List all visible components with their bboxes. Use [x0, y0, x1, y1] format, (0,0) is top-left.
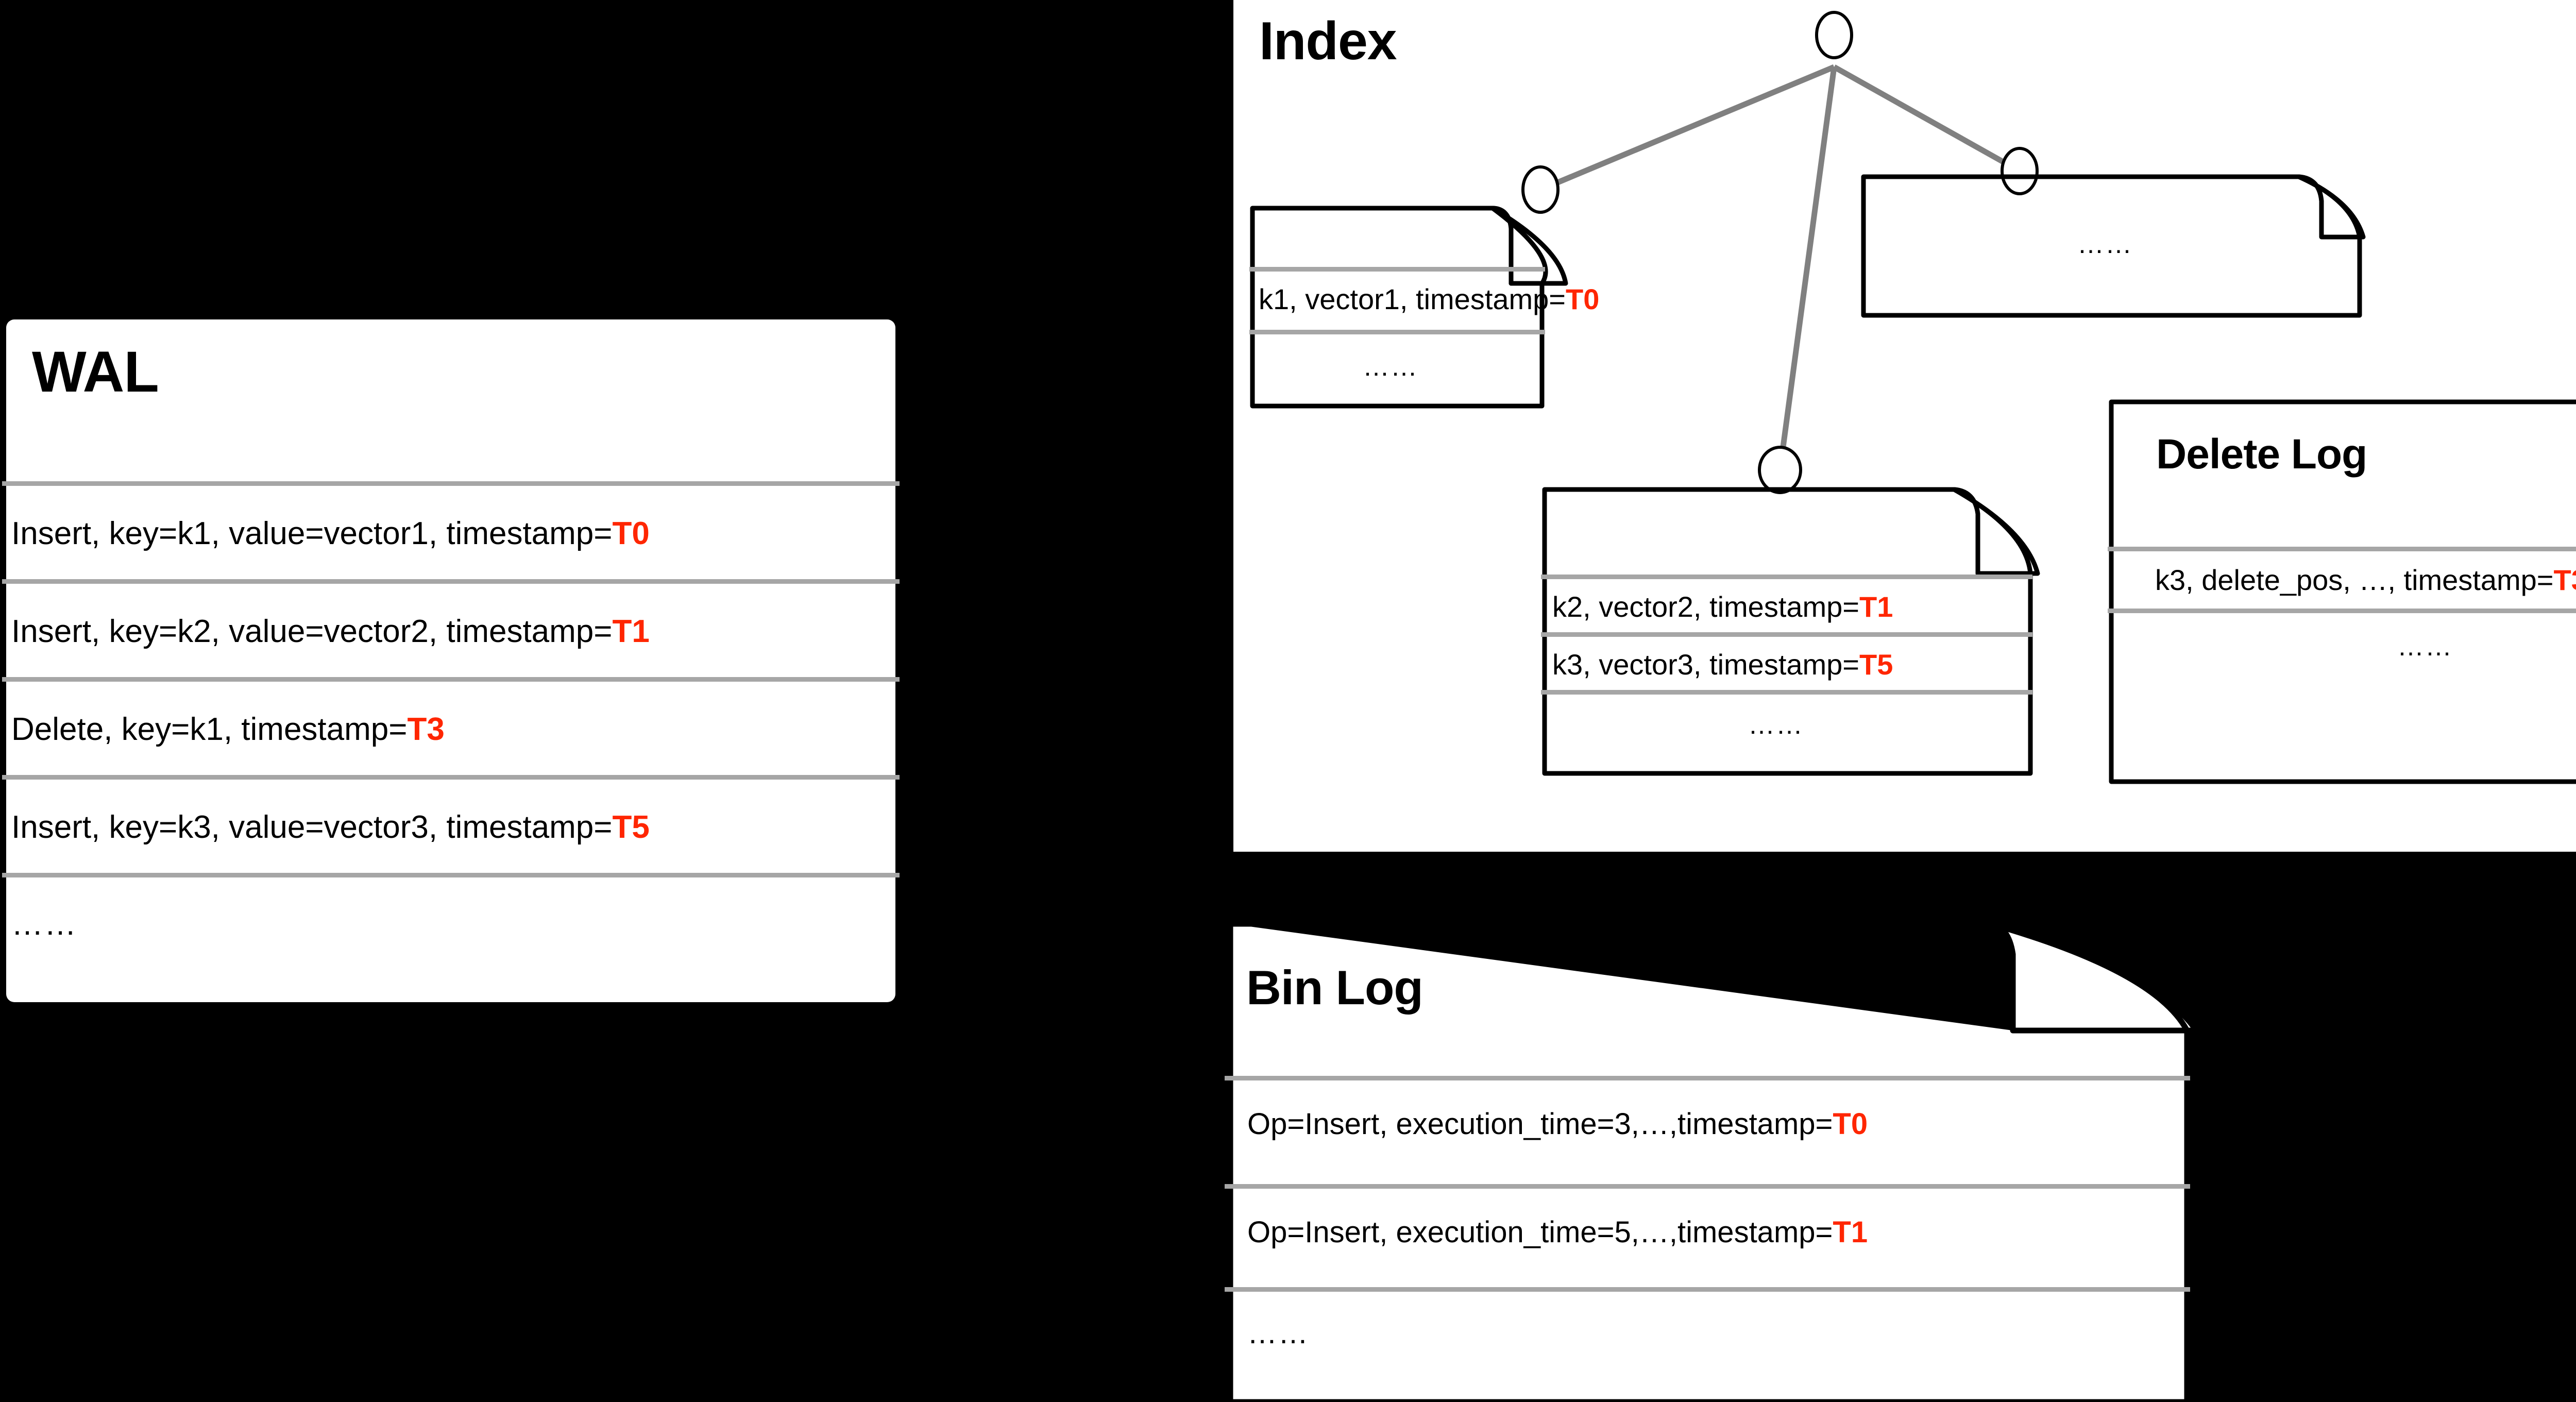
wal-divider [2, 873, 900, 877]
index-leaf-k1: k1, vector1, timestamp=T0 …… [1249, 206, 1599, 409]
leaf-k2k3-row-text: k3, vector3, timestamp= [1552, 648, 1860, 681]
wal-divider [2, 677, 900, 682]
delete-log-title: Delete Log [2156, 431, 2367, 478]
wal-divider [2, 481, 900, 486]
delete-log-divider [2108, 547, 2576, 551]
leaf-k2k3-row-timestamp: T5 [1859, 648, 1893, 681]
leaf-k2k3-row-text: k2, vector2, timestamp= [1552, 590, 1860, 623]
doc-shape [1542, 487, 2040, 776]
bin-log-row: Op=Insert, execution_time=5,…,timestamp=… [1247, 1215, 1868, 1249]
index-leaf-right: …… [1861, 174, 2381, 318]
wal-row-text: Insert, key=k1, value=vector1, timestamp… [11, 516, 613, 551]
leaf-k1-row: k1, vector1, timestamp=T0 [1259, 282, 1599, 316]
bin-log-row: Op=Insert, execution_time=3,…,timestamp=… [1247, 1107, 1868, 1141]
wal-row-text: Insert, key=k3, value=vector3, timestamp… [11, 809, 613, 845]
wal-row: Insert, key=k2, value=vector2, timestamp… [11, 613, 650, 650]
wal-row-text: Delete, key=k1, timestamp= [11, 712, 408, 747]
wal-row-timestamp: T0 [612, 516, 650, 551]
bin-log-row-timestamp: T0 [1833, 1107, 1868, 1141]
delete-log-divider [2108, 609, 2576, 613]
wal-row: Insert, key=k3, value=vector3, timestamp… [11, 809, 650, 846]
leaf-k2k3-ellipsis: …… [1748, 710, 1804, 740]
bin-log-row-text: Op=Insert, execution_time=3,…,timestamp= [1247, 1107, 1833, 1141]
leaf-k1-row-timestamp: T0 [1566, 283, 1600, 315]
wal-divider [2, 775, 900, 780]
wal-row-timestamp: T3 [407, 712, 445, 747]
doc-shape [1250, 206, 1568, 409]
doc-shape [1861, 174, 2366, 318]
bin-log-ellipsis: …… [1247, 1316, 1309, 1350]
wal-row-timestamp: T1 [612, 614, 650, 649]
bin-log-divider [1225, 1184, 2190, 1189]
leaf-k1-row-text: k1, vector1, timestamp= [1259, 283, 1566, 315]
leaf-k2k3-divider [1541, 690, 2032, 695]
bin-log-title: Bin Log [1246, 960, 1423, 1015]
delete-log-row: k3, delete_pos, …, timestamp=T3 [2155, 563, 2576, 597]
leaf-k1-ellipsis: …… [1363, 352, 1418, 382]
leaf-k1-divider [1249, 267, 1545, 272]
delete-log-ellipsis: …… [2397, 632, 2453, 662]
leaf-k2k3-row-timestamp: T1 [1859, 590, 1893, 623]
bin-log-row-timestamp: T1 [1833, 1215, 1868, 1249]
wal-title: WAL [32, 340, 159, 404]
index-title: Index [1259, 11, 1397, 71]
leaf-k2k3-row: k2, vector2, timestamp=T1 [1552, 590, 1893, 623]
doc-shape [1227, 921, 2199, 1402]
bin-log-divider [1225, 1076, 2190, 1080]
wal-card [6, 319, 895, 1002]
leaf-right-ellipsis: …… [2077, 229, 2133, 259]
delete-log-card: Delete Log k3, delete_pos, …, timestamp=… [2108, 399, 2576, 785]
leaf-k2k3-divider [1541, 632, 2032, 637]
bin-log-divider [1225, 1287, 2190, 1292]
bin-log-row-text: Op=Insert, execution_time=5,…,timestamp= [1247, 1215, 1833, 1249]
leaf-k2k3-divider [1541, 575, 2032, 579]
leaf-k1-divider [1249, 330, 1545, 334]
leaf-k2k3-row: k3, vector3, timestamp=T5 [1552, 648, 1893, 681]
wal-row-text: Insert, key=k2, value=vector2, timestamp… [11, 614, 613, 649]
wal-row: Delete, key=k1, timestamp=T3 [11, 711, 445, 748]
wal-row: Insert, key=k1, value=vector1, timestamp… [11, 515, 650, 552]
doc-shape [2109, 399, 2576, 784]
bin-log-card: Bin Log Op=Insert, execution_time=3,…,ti… [1225, 921, 2222, 1402]
wal-row-timestamp: T5 [612, 809, 650, 845]
wal-ellipsis: …… [11, 906, 77, 942]
delete-log-row-text: k3, delete_pos, …, timestamp= [2155, 564, 2554, 596]
index-leaf-k2k3: k2, vector2, timestamp=T1 k3, vector3, t… [1541, 487, 2057, 776]
delete-log-row-timestamp: T3 [2553, 564, 2576, 596]
wal-divider [2, 579, 900, 584]
